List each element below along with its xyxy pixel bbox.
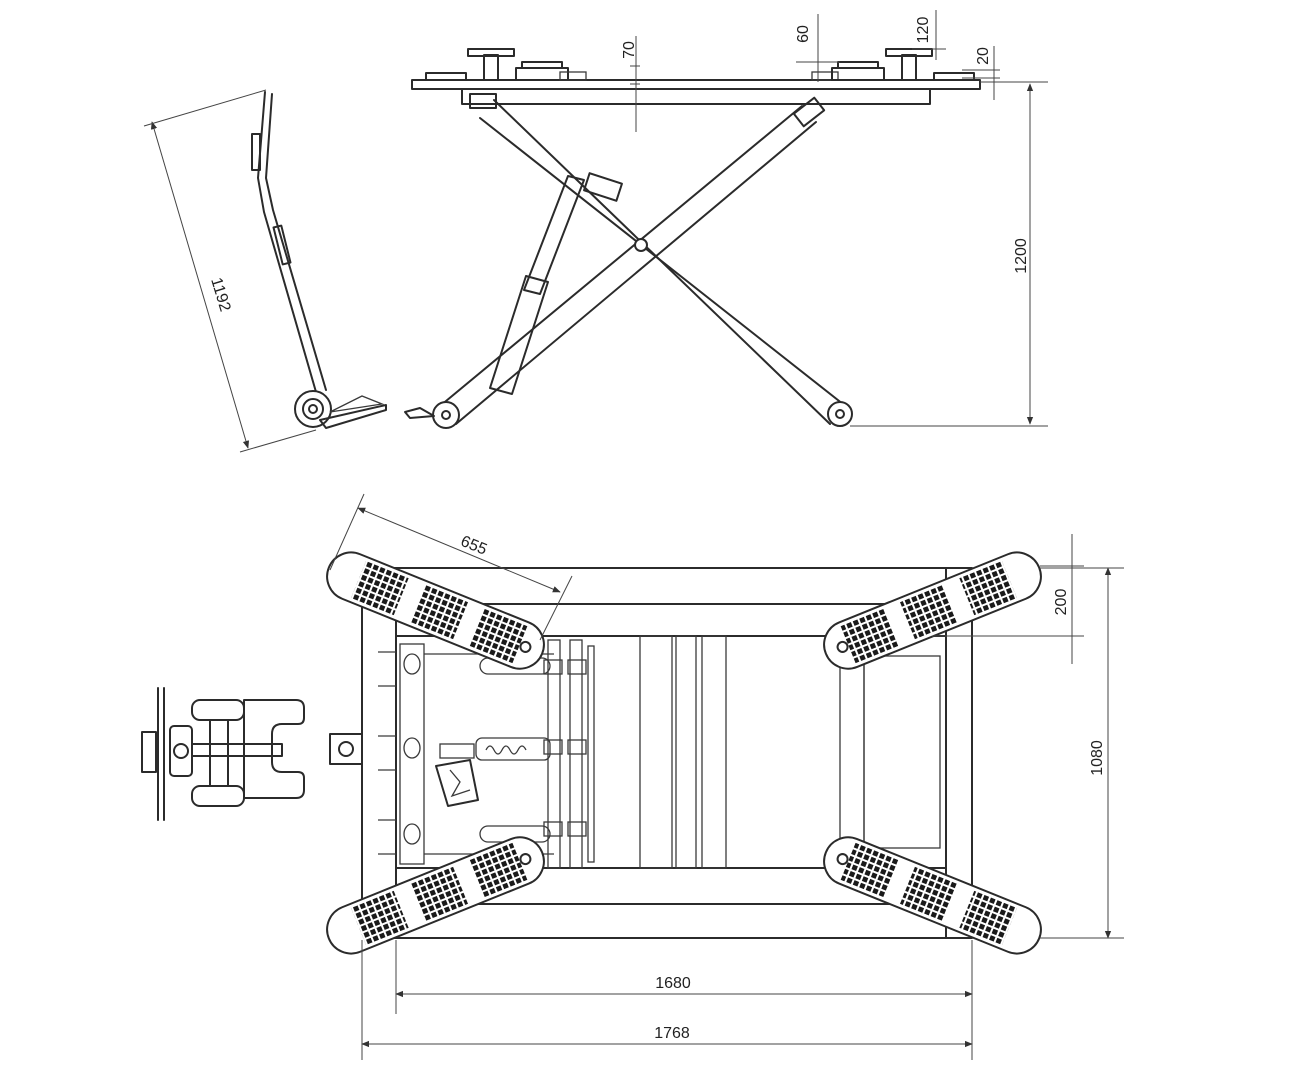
side-view: 1200 70 60 120 20 [404, 10, 1048, 429]
pad-left [425, 48, 587, 81]
ramp-view: 1192 [143, 89, 387, 453]
hydraulic-cylinder [489, 172, 623, 395]
scissor-arm-b [432, 96, 826, 429]
scissor-arm-a [469, 93, 853, 427]
foot-pedal [404, 407, 435, 419]
tow-hitch [329, 733, 363, 765]
dim-length-1680: 1680 [655, 975, 691, 992]
dim-ramp-1192: 1192 [207, 276, 233, 314]
dim-20: 20 [975, 47, 992, 65]
dim-length-1768: 1768 [654, 1025, 690, 1042]
ramp-top-view [141, 687, 305, 821]
bolt-pins [378, 651, 396, 855]
dim-offset-200: 200 [1053, 589, 1070, 616]
dim-height-1200: 1200 [1013, 238, 1030, 274]
pad-right [811, 48, 975, 81]
ramp-wheel [294, 390, 332, 428]
dim-70: 70 [621, 41, 638, 59]
arm-top-left [326, 551, 545, 670]
arm-top-right [823, 551, 1042, 670]
dim-width-1080: 1080 [1089, 740, 1106, 776]
bar-nuts [543, 659, 587, 837]
dim-arm-655: 655 [458, 533, 489, 559]
top-view: 655 200 1080 1680 1768 [326, 493, 1124, 1060]
dim-120: 120 [915, 17, 932, 44]
roller-shafts [403, 653, 551, 845]
arm-bottom-left [326, 836, 545, 955]
arm-bottom-right [823, 836, 1042, 955]
center-pivot [634, 238, 648, 252]
dim-60: 60 [795, 25, 812, 43]
